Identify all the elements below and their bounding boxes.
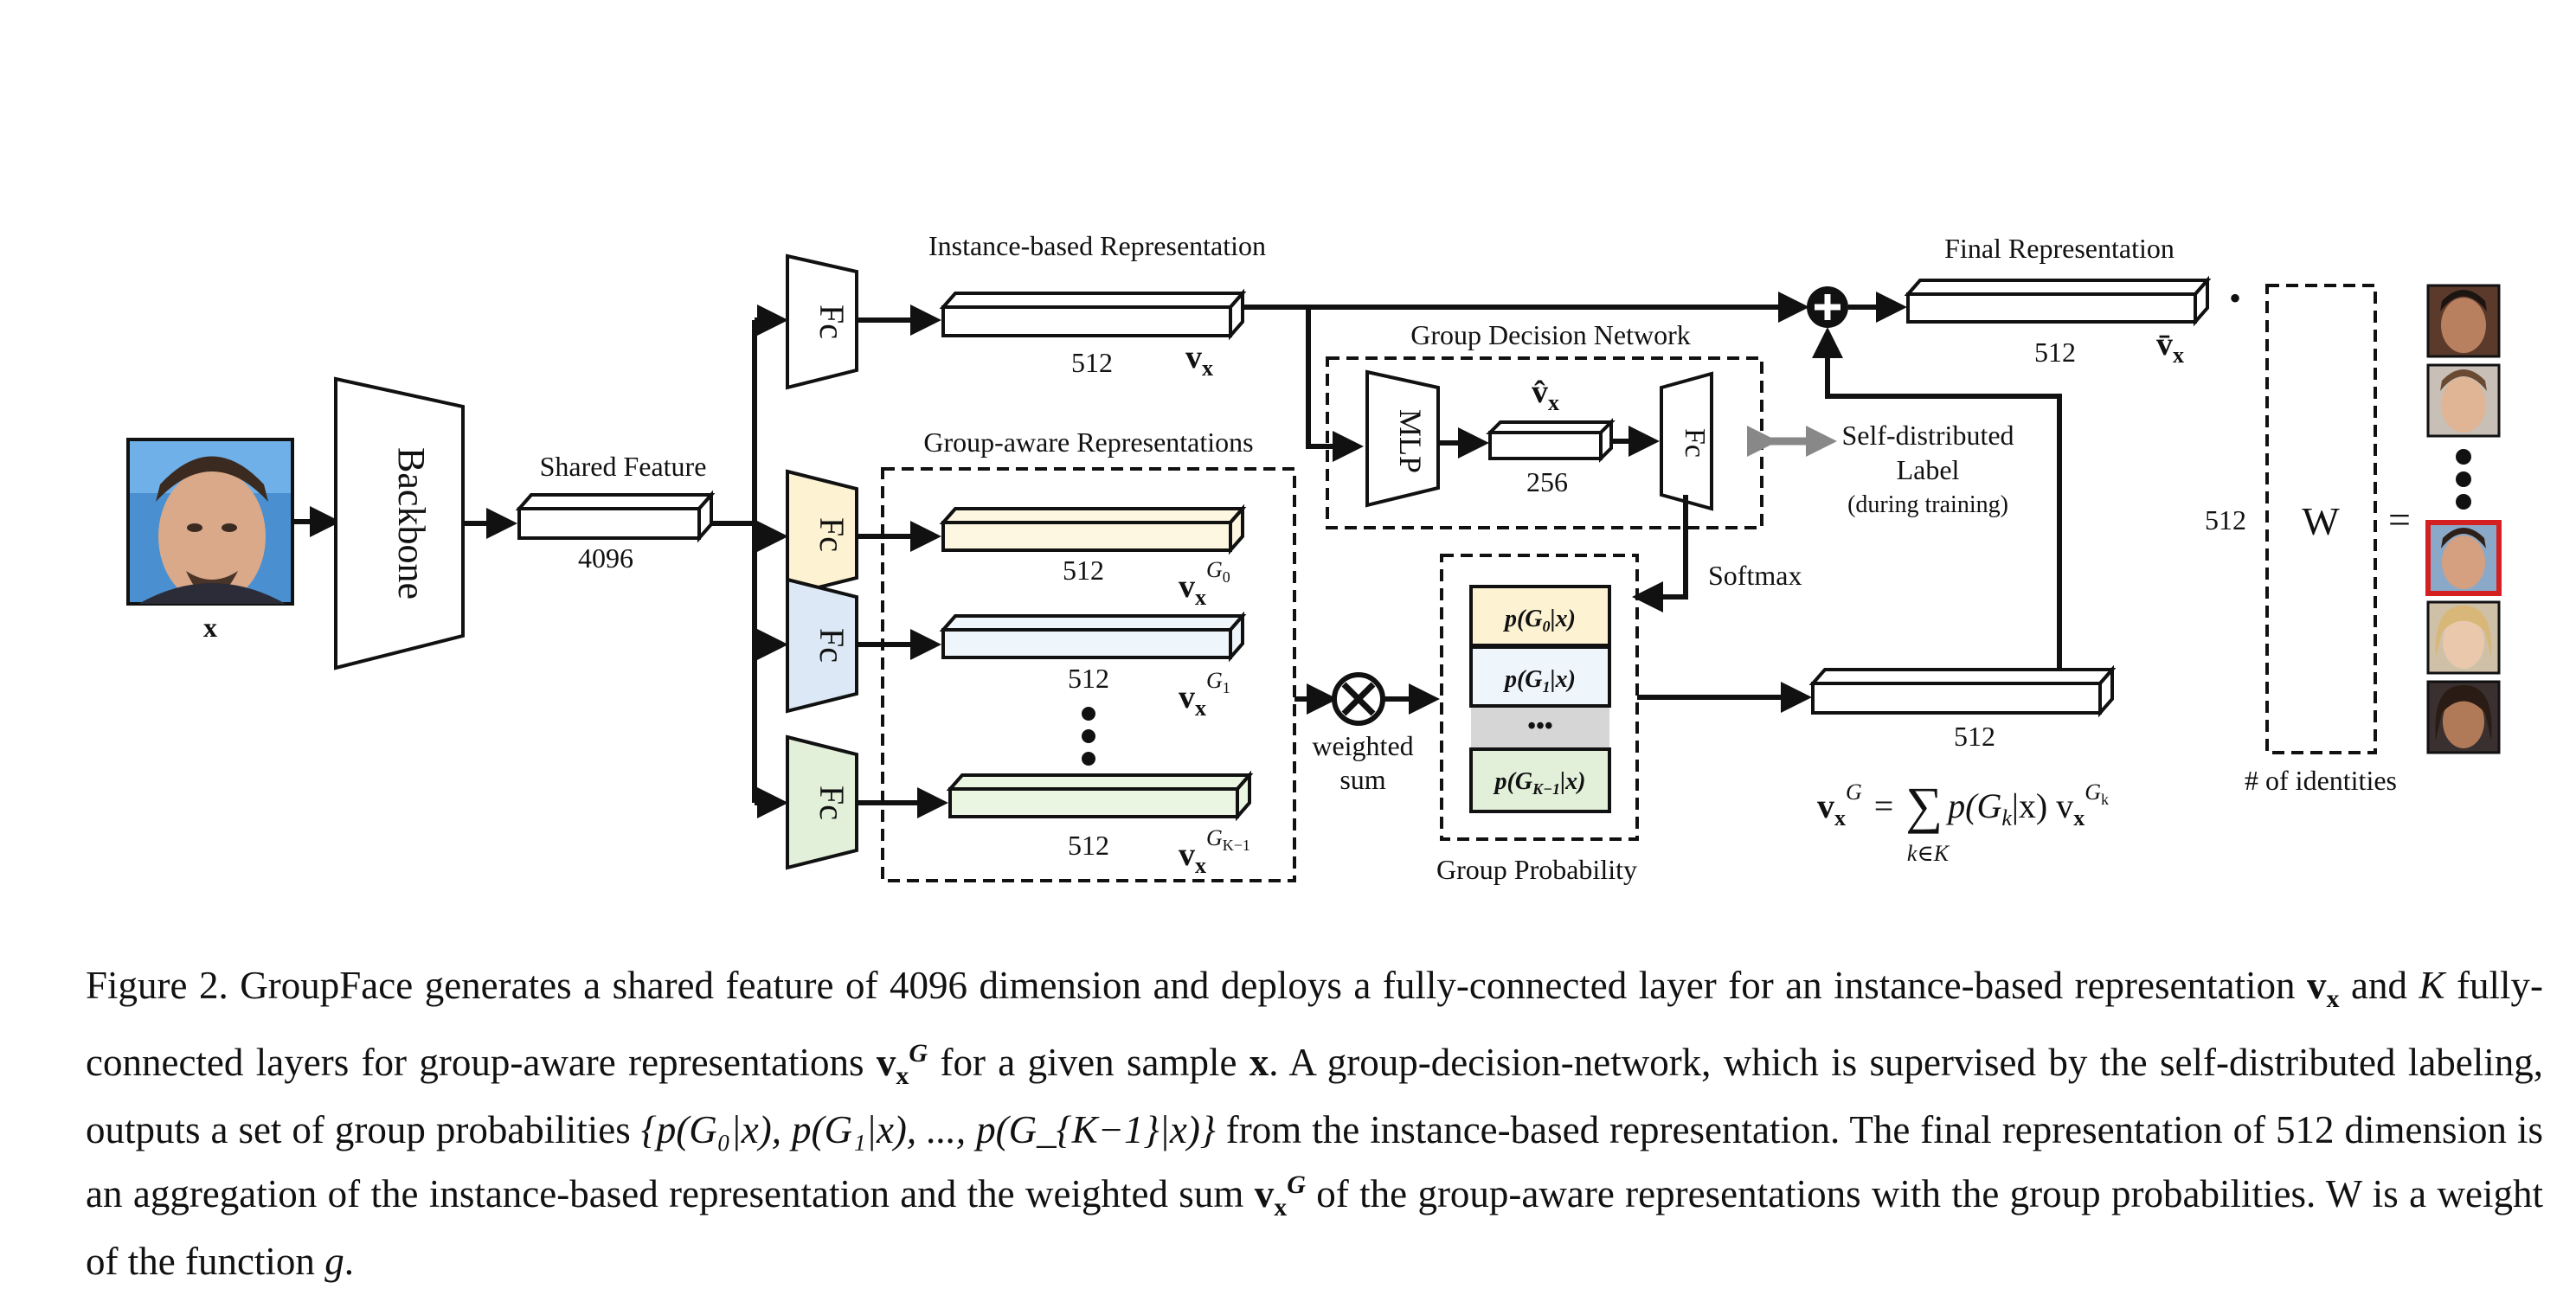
weighted-sum-operator — [1332, 672, 1385, 726]
shared-feature-label: Shared Feature — [540, 451, 707, 482]
aggregation-sum-index: k∈K — [1907, 841, 1950, 866]
prob-item-gk-text: p(GK−1|x) — [1494, 768, 1586, 798]
fc-instance-block — [786, 253, 858, 390]
caption-text-8: . — [344, 1240, 354, 1283]
prob-item-ellipsis — [1471, 708, 1609, 747]
caption-set: {p(G₀|x), p(G₁|x), ..., p(G_{K−1}|x)} — [640, 1108, 1216, 1151]
aggregation-formula: vxG=∑p(Gk|x) vxGk — [1817, 777, 2109, 834]
final-rep-title: Final Representation — [1944, 233, 2175, 264]
identity-face-highlighted — [2425, 520, 2502, 596]
fc-g0-label: Fc — [813, 517, 851, 552]
group-rep-gk-dim: 512 — [1068, 830, 1109, 861]
caption-text-3: fully-connected layers for group-aware r… — [86, 964, 2544, 1084]
group-aware-title: Group-aware Representations — [923, 426, 1253, 458]
identity-face-4 — [2426, 600, 2501, 675]
instance-rep-box — [939, 288, 1247, 341]
caption-text-7: of the group-aware representations with … — [86, 1172, 2543, 1283]
identities-label: # of identities — [2245, 765, 2397, 796]
identity-face-1 — [2426, 284, 2501, 358]
softmax-label: Softmax — [1708, 560, 1802, 591]
gdn-fc-label: Fc — [1679, 428, 1711, 458]
gdn-hidden-var: v̂x — [1532, 374, 1559, 415]
fc-g1-label: Fc — [813, 628, 851, 663]
caption-x: x — [1249, 1041, 1269, 1084]
identity-ellipsis — [2456, 449, 2471, 510]
weight-dim: 512 — [2205, 504, 2246, 535]
prob-item-gk — [1469, 747, 1611, 813]
caption-text-6: from the instance-based representation. … — [86, 1108, 2544, 1215]
shared-feature-dim: 4096 — [578, 542, 633, 574]
aggregated-group-rep-box — [1808, 664, 2117, 718]
dot-product-symbol: • — [2229, 279, 2241, 317]
identity-face-5 — [2426, 680, 2501, 754]
group-rep-gk-var: vxGK−1 — [1179, 825, 1250, 878]
shared-feature-box — [515, 490, 716, 543]
weight-label: W — [2302, 499, 2340, 543]
group-aware-container — [881, 467, 1296, 882]
equals-sign: = — [2388, 497, 2411, 542]
fc-g1-block — [786, 577, 858, 714]
group-rep-g0-dim: 512 — [1063, 555, 1104, 586]
prob-item-g1 — [1469, 645, 1611, 708]
aggregated-dim: 512 — [1954, 721, 1995, 752]
gdn-hidden-box — [1486, 418, 1616, 463]
fc-g0-block — [786, 469, 858, 598]
gdn-title: Group Decision Network — [1410, 319, 1690, 350]
figure-caption: Figure 2. GroupFace generates a shared f… — [86, 959, 2543, 1289]
caption-text-1: GroupFace generates a shared feature of … — [240, 964, 2296, 1007]
instance-rep-dim: 512 — [1071, 347, 1113, 378]
group-rep-ellipsis — [1082, 707, 1095, 766]
fc-instance-label: Fc — [813, 305, 851, 339]
weighted-sum-label-1: weighted — [1312, 730, 1413, 761]
prob-item-g0 — [1469, 585, 1611, 647]
architecture-diagram: x Backbone Shared Feature 4096 Fc Fc Fc … — [126, 230, 2502, 885]
caption-vxg-2: vxG — [1254, 1170, 1306, 1222]
plus-operator — [1807, 286, 1848, 328]
mlp-label: MLP — [1393, 409, 1428, 473]
prob-item-ellipsis-text: ••• — [1527, 713, 1552, 740]
prob-item-g0-text: p(G0|x) — [1503, 606, 1576, 635]
caption-func: g — [324, 1240, 344, 1283]
final-rep-dim: 512 — [2034, 337, 2076, 368]
group-prob-title: Group Probability — [1436, 854, 1637, 885]
caption-text-4: for a given sample — [940, 1041, 1237, 1084]
self-label-2: Label — [1897, 454, 1960, 485]
caption-k: K — [2419, 964, 2445, 1007]
caption-text-2: and — [2351, 964, 2407, 1007]
group-rep-g1-box — [939, 611, 1247, 663]
instance-rep-title: Instance-based Representation — [928, 230, 1266, 261]
group-rep-gk-box — [946, 770, 1254, 822]
gdn-fc-block — [1660, 371, 1713, 511]
caption-vxg: vxG — [876, 1039, 928, 1090]
prob-item-g1-text: p(G1|x) — [1503, 666, 1576, 696]
backbone-block — [334, 376, 465, 670]
final-rep-var: v̄x — [2156, 326, 2184, 368]
instance-rep-var: vx — [1185, 339, 1213, 381]
group-rep-g0-var: vxG0 — [1179, 557, 1230, 610]
final-rep-box — [1904, 275, 2212, 327]
mlp-block — [1365, 369, 1440, 508]
group-prob-container — [1440, 554, 1639, 841]
input-label: x — [203, 612, 217, 643]
caption-vx: vx — [2306, 964, 2340, 1013]
backbone-label: Backbone — [390, 447, 433, 600]
group-rep-g1-var: vxG1 — [1179, 668, 1230, 721]
group-rep-g1-dim: 512 — [1068, 663, 1109, 694]
weighted-sum-label-2: sum — [1339, 764, 1385, 795]
caption-text-5: . A group-decision-network, which is sup… — [86, 1041, 2544, 1151]
self-label-1: Self-distributed — [1841, 420, 2014, 451]
identity-face-2 — [2426, 363, 2501, 438]
weight-matrix — [2265, 284, 2377, 754]
gdn-hidden-dim: 256 — [1526, 466, 1568, 497]
group-rep-g0-box — [939, 503, 1247, 555]
fc-gk-block — [786, 734, 858, 870]
caption-fig-num: Figure 2. — [86, 964, 228, 1007]
input-face-image — [126, 438, 294, 606]
self-label-3: (during training) — [1847, 491, 2008, 518]
fc-gk-label: Fc — [813, 786, 851, 820]
